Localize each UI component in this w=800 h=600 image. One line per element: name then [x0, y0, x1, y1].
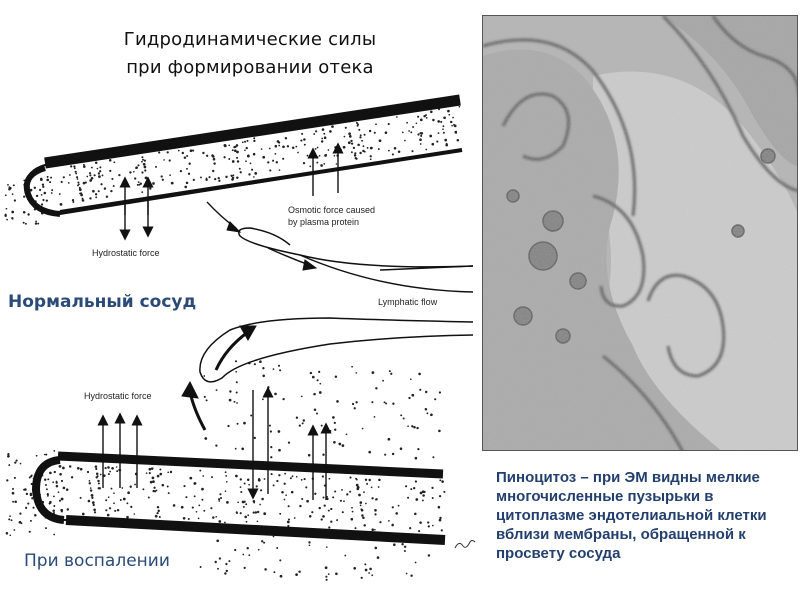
normal-vessel-label: Нормальный сосуд	[8, 292, 196, 312]
inflamed-vessel	[36, 456, 445, 540]
flow-arrows	[182, 202, 316, 430]
pinocytosis-caption: Пиноцитоз – при ЭМ видны мелкие многочис…	[496, 468, 792, 563]
hydrostatic-label-top: Hydrostatic force	[92, 248, 160, 258]
osmotic-label-line-1: Osmotic force caused	[288, 205, 375, 215]
osmotic-label-line-2: by plasma protein	[288, 217, 359, 227]
lymphatic-flow-label: Lymphatic flow	[378, 297, 438, 307]
inflamed-vessel-label: При воспалении	[24, 551, 170, 571]
micrograph-image	[483, 16, 798, 451]
plasma-dots-top	[4, 106, 460, 225]
hydrostatic-arrows-top	[125, 182, 148, 235]
electron-micrograph	[482, 15, 798, 451]
artist-signature	[455, 541, 475, 549]
hydrostatic-arrows-bottom	[103, 390, 326, 500]
hydrostatic-label-bottom: Hydrostatic force	[84, 391, 152, 401]
